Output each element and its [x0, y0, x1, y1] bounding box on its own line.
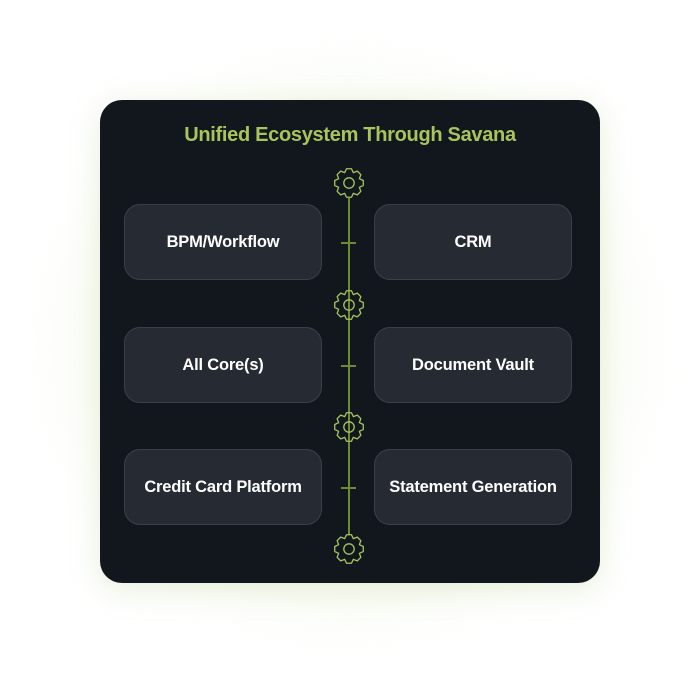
connector-tick-row-3: [341, 487, 356, 489]
system-box-bpm-workflow: BPM/Workflow: [124, 204, 322, 280]
gear-icon-graphic: [334, 290, 364, 320]
gear-icon: [332, 532, 366, 566]
system-box-statement-generation: Statement Generation: [374, 449, 572, 525]
gear-icon-graphic: [334, 534, 364, 564]
gear-icon-graphic: [334, 412, 364, 442]
diagram-title: Unified Ecosystem Through Savana: [184, 124, 516, 146]
system-box-document-vault: Document Vault: [374, 327, 572, 403]
system-box-crm: CRM: [374, 204, 572, 280]
system-box-label: Credit Card Platform: [144, 477, 302, 496]
ecosystem-card: Unified Ecosystem Through Savana BPM/Wor…: [100, 100, 600, 583]
gear-icon: [332, 410, 366, 444]
connector-tick-row-2: [341, 365, 356, 367]
system-box-label: All Core(s): [182, 355, 264, 374]
system-box-label: Document Vault: [412, 355, 534, 374]
gear-icon: [332, 288, 366, 322]
system-box-label: Statement Generation: [389, 477, 557, 496]
system-box-label: BPM/Workflow: [166, 232, 280, 251]
system-box-label: CRM: [454, 232, 492, 251]
connector-tick-row-1: [341, 242, 356, 244]
gear-icon-graphic: [334, 168, 364, 198]
system-box-credit-card-platform: Credit Card Platform: [124, 449, 322, 525]
connector-spine: [348, 198, 350, 535]
gear-icon: [332, 166, 366, 200]
system-box-all-cores: All Core(s): [124, 327, 322, 403]
